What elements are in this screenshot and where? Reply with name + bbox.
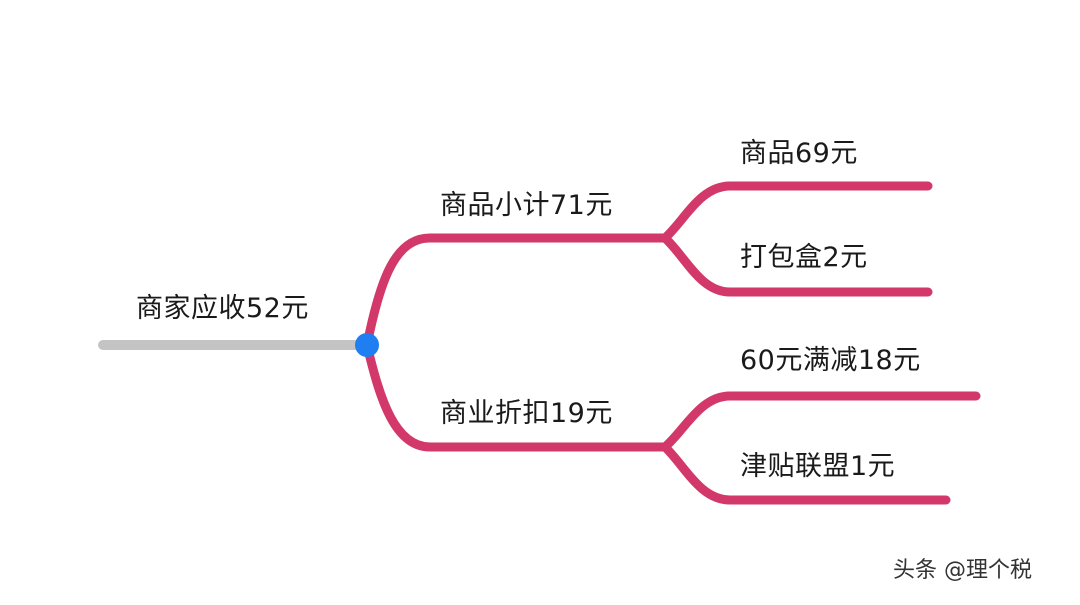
branch-node-discount: 商业折扣19元 <box>440 398 613 429</box>
leaf-connector-full-reduction <box>660 391 981 452</box>
branch-connector-subtotal <box>362 233 670 350</box>
leaf-connector-goods <box>660 181 933 243</box>
branch-node-subtotal: 商品小计71元 <box>440 190 613 221</box>
watermark-text: 头条 @理个税 <box>893 558 1032 583</box>
leaf-connector-packaging <box>660 233 933 297</box>
branch-connector-discount <box>362 340 670 452</box>
leaf-node-subsidy: 津贴联盟1元 <box>740 451 896 482</box>
leaf-node-packaging: 打包盒2元 <box>740 242 868 273</box>
leaf-node-full-reduction: 60元满减18元 <box>740 345 921 376</box>
leaf-connector-subsidy <box>660 442 951 505</box>
leaf-node-goods: 商品69元 <box>740 138 858 169</box>
root-junction-dot <box>355 333 379 357</box>
root-node-label: 商家应收52元 <box>136 293 309 324</box>
